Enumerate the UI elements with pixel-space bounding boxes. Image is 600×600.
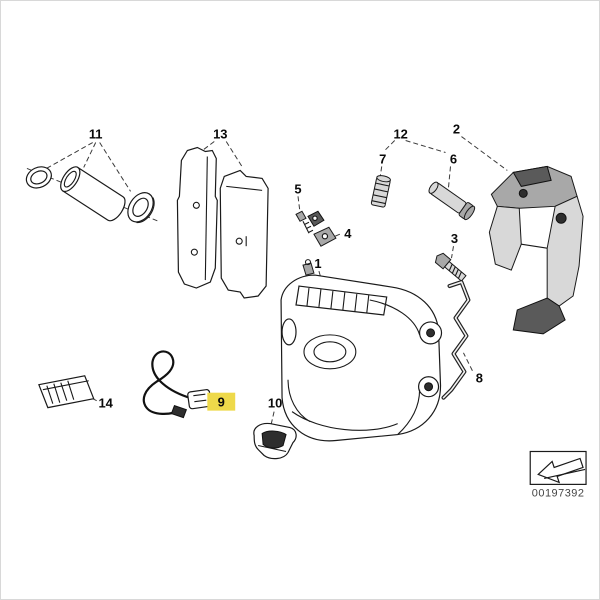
callout-12[interactable]: 12 [393,127,407,142]
callout-4[interactable]: 4 [344,226,352,241]
callout-11[interactable]: 11 [89,127,103,142]
callout-13[interactable]: 13 [213,127,227,142]
callout-2[interactable]: 2 [453,122,460,137]
callout-8[interactable]: 8 [476,371,483,386]
callout-10[interactable]: 10 [268,396,282,411]
direction-arrow-icon [537,457,586,484]
part-11-seal-ring [25,166,52,189]
part-9-wear-sensor [142,350,212,419]
part-6-guide-pin [428,181,476,221]
callout-7[interactable]: 7 [379,151,386,166]
part-4-retaining-clip [313,226,337,247]
part-1-brake-caliper [280,259,443,442]
callout-14[interactable]: 14 [98,396,113,411]
part-8-anti-rattle-spring [441,280,471,400]
callout-9[interactable]: 9 [218,395,225,410]
callout-labels: 11 13 12 2 7 6 5 4 1 3 8 14 9 10 [89,122,483,411]
callout-3[interactable]: 3 [451,231,458,246]
callout-6[interactable]: 6 [450,151,457,166]
callout-1[interactable]: 1 [314,256,321,271]
part-2-caliper-carrier [488,165,584,335]
callout-9-highlight[interactable] [207,392,236,411]
part-10-sensor-holder [253,422,297,460]
part-7-guide-bush [370,175,391,208]
part-11-dust-boot [127,192,155,224]
part-14-grease-sachet [38,375,95,409]
part-3-guide-bolt [434,252,467,282]
part-number: 00197392 [532,487,585,499]
footer: 00197392 [529,450,587,499]
part-11-piston [60,166,126,222]
part-13-brake-pads [176,146,269,299]
callout-5[interactable]: 5 [294,181,301,196]
part-5-sensor-screw [295,210,325,234]
